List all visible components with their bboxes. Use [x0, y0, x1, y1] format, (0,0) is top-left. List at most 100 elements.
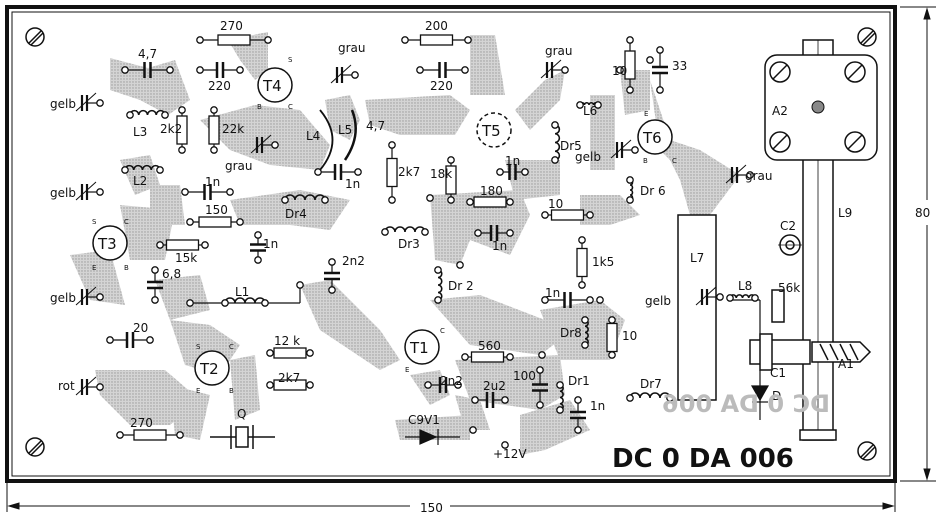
- label-l5: L5: [338, 123, 352, 137]
- solder-pad: [424, 381, 432, 389]
- label-c20: 20: [133, 321, 148, 335]
- inductor: [384, 226, 426, 233]
- solder-pad: [726, 294, 734, 302]
- transistor-T3-pin-e: E: [92, 264, 96, 272]
- solder-pad: [461, 353, 469, 361]
- transistor-T6: T6 E B C: [637, 110, 677, 165]
- transistor-T1-pin-c: C: [440, 327, 445, 335]
- label-a2: A2: [772, 104, 788, 118]
- label-c2n2a: 2n2: [342, 254, 365, 268]
- solder-pad: [586, 211, 594, 219]
- solder-pad: [461, 66, 469, 74]
- solder-pad: [381, 228, 389, 236]
- label-r270b: 270: [130, 416, 153, 430]
- solder-pad: [586, 296, 594, 304]
- solder-pad: [106, 336, 114, 344]
- label-l7: L7: [690, 251, 704, 265]
- solder-pad: [96, 188, 104, 196]
- label-l4: L4: [306, 129, 320, 143]
- solder-pad: [266, 381, 274, 389]
- inductor: [629, 392, 671, 399]
- mounting-holes: [25, 27, 877, 461]
- inductor: [729, 294, 756, 299]
- transistor-T3-pin-c: C: [124, 218, 129, 226]
- resistor: [270, 379, 310, 391]
- solder-pad: [716, 293, 724, 301]
- label-dr5: Dr5: [560, 139, 582, 153]
- label-r15k: 15k: [175, 251, 197, 265]
- solder-pad: [666, 394, 674, 402]
- label-c100: 100: [513, 369, 536, 383]
- solder-pad: [261, 299, 269, 307]
- solder-pad: [541, 211, 549, 219]
- solder-pad: [388, 141, 396, 149]
- transistor-T3-label: T3: [97, 235, 117, 253]
- transistor-T5-label: T5: [481, 122, 501, 140]
- label-c1nf: 1n: [545, 286, 560, 300]
- solder-pad: [447, 196, 455, 204]
- solder-pad: [96, 293, 104, 301]
- solder-pad: [574, 396, 582, 404]
- solder-pad: [556, 381, 564, 389]
- solder-pad: [161, 111, 169, 119]
- solder-pad: [96, 383, 104, 391]
- solder-pad: [181, 188, 189, 196]
- label-c4_7a: 4,7: [138, 47, 157, 61]
- label-c1nd: 1n: [492, 239, 507, 253]
- solder-pad: [536, 366, 544, 374]
- resistor: [160, 239, 205, 251]
- label-dr7: Dr7: [640, 377, 662, 391]
- label-c1ng: 1n: [590, 399, 605, 413]
- solder-pad: [176, 431, 184, 439]
- solder-pad: [454, 381, 462, 389]
- transistor-T4-pin-s: S: [288, 56, 293, 64]
- label-c2: C2: [780, 219, 796, 233]
- board-outline: [5, 5, 897, 483]
- transistor-T5: T5: [476, 112, 512, 148]
- solder-pad: [656, 46, 664, 54]
- inductor: [559, 384, 564, 411]
- solder-pad: [186, 299, 194, 307]
- label-grau2: grau: [338, 41, 366, 55]
- label-l8: L8: [738, 279, 752, 293]
- inductor: [584, 319, 589, 346]
- label-dr4: Dr4: [285, 207, 307, 221]
- solder-pad: [447, 156, 455, 164]
- transistor-T1: T1 C E: [404, 327, 445, 374]
- stripline-L9-lower: [799, 429, 837, 441]
- solder-pad: [626, 196, 634, 204]
- solder-pad: [266, 349, 274, 357]
- solder-pad: [151, 266, 159, 274]
- solder-pad: [631, 146, 639, 154]
- label-gelb5: gelb: [645, 294, 671, 308]
- solder-pad: [264, 36, 272, 44]
- label-dr6: Dr 6: [640, 184, 666, 198]
- trimmer-capacitor: [75, 376, 100, 396]
- solder-pad: [196, 36, 204, 44]
- solder-pad: [574, 426, 582, 434]
- solder-pad: [626, 394, 634, 402]
- solder-pad: [496, 168, 504, 176]
- label-l1: L1: [235, 285, 249, 299]
- solder-pad: [121, 66, 129, 74]
- solder-pad: [196, 66, 204, 74]
- transistor-T2-label: T2: [199, 360, 219, 378]
- transistor-T6-label: T6: [642, 129, 662, 147]
- label-grau3: grau: [545, 44, 573, 58]
- solder-pad: [576, 101, 584, 109]
- label-c2u2: 2u2: [483, 379, 506, 393]
- solder-pad: [121, 166, 129, 174]
- resistor: [576, 240, 588, 285]
- label-q: Q: [237, 407, 246, 421]
- solder-pad: [321, 196, 329, 204]
- solder-pad: [551, 156, 559, 164]
- label-r10a: 10: [612, 64, 627, 78]
- resistor: [624, 40, 636, 90]
- solder-pad: [236, 66, 244, 74]
- diode-D: [750, 370, 770, 420]
- label-c1na: 1n: [345, 177, 360, 191]
- resistor: [545, 209, 590, 221]
- width-dimension: [6, 483, 896, 512]
- label-dr1: Dr1: [568, 374, 590, 388]
- trimmer-capacitor: [540, 59, 565, 79]
